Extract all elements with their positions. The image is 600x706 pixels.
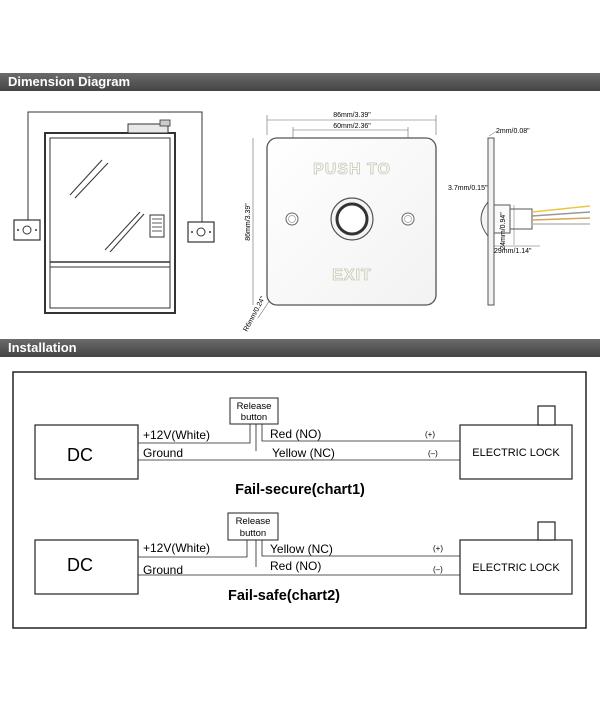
dc-box-chart1 <box>34 424 139 480</box>
chart1-wiring: DC ELECTRIC LOCK Release button +12V(Whi… <box>34 397 573 498</box>
exit-engraving: EXIT <box>332 267 372 284</box>
dc-label-chart2: DC <box>67 555 93 575</box>
release-label-line1-chart1: Release <box>237 401 272 412</box>
chart2-title: Fail-safe(chart2) <box>228 588 340 604</box>
dc-label-chart1: DC <box>67 445 93 465</box>
wire-top-label-chart1: Red (NO) <box>270 427 321 441</box>
screw-hole-right <box>401 212 415 226</box>
chart1-title: Fail-secure(chart1) <box>235 482 365 498</box>
lock-label-chart2: ELECTRIC LOCK <box>472 562 560 574</box>
wire-ground-label-chart1: Ground <box>143 446 183 460</box>
exit-button-box-left <box>13 219 41 241</box>
polarity-bottom-chart1: (–) <box>428 449 438 458</box>
release-button-box-chart2 <box>227 512 279 541</box>
lock-cap-chart1 <box>537 405 556 426</box>
polarity-top-chart2: (+) <box>433 544 443 553</box>
wire-top-label-chart2: Yellow (NC) <box>270 542 333 556</box>
wire-top-chart1 <box>261 424 460 442</box>
wire-positive-label-chart2: +12V(White) <box>143 541 210 555</box>
lock-label-chart1: ELECTRIC LOCK <box>472 447 560 459</box>
installation-header: Installation <box>0 339 600 357</box>
body-length-label: 29mm/1.14" <box>494 248 532 255</box>
lock-box-chart1 <box>459 424 573 480</box>
body-diameter-label: 24mm/0.94" <box>500 212 507 250</box>
wire-top-chart2 <box>261 540 460 557</box>
corner-radius-label: R6mm/0.24" <box>243 295 268 333</box>
lock-cap-chart2 <box>537 521 556 541</box>
chart2-wiring: DC ELECTRIC LOCK Release button +12V(Whi… <box>34 512 573 604</box>
plate-thickness-label: 2mm/0.08" <box>496 128 530 135</box>
exit-button-box-right <box>187 221 215 243</box>
push-to-engraving: PUSH TO <box>313 161 391 178</box>
wire-bottom-label-chart1: Yellow (NC) <box>272 446 335 460</box>
inner-width-dimension-label: 60mm/2.36" <box>333 123 371 130</box>
release-button-box-chart1 <box>229 397 279 425</box>
wire-ground-label-chart2: Ground <box>143 563 183 577</box>
height-dimension-label: 86mm/3.39" <box>245 203 252 241</box>
polarity-bottom-chart2: (–) <box>433 565 443 574</box>
front-plate-drawing: 86mm/3.39" 60mm/2.36" 86mm/3.39" R6mm/0.… <box>243 112 437 333</box>
release-label-line1-chart2: Release <box>236 516 271 527</box>
width-dimension-label: 86mm/3.39" <box>333 112 371 119</box>
wire-positive-chart1 <box>138 424 251 444</box>
button-depth-label: 3.7mm/0.15" <box>448 185 488 192</box>
dimension-diagram-header: Dimension Diagram <box>0 73 600 91</box>
release-label-line2-chart2: button <box>240 528 266 539</box>
wire-positive-label-chart1: +12V(White) <box>143 428 210 442</box>
wire-bottom-label-chart2: Red (NO) <box>270 559 321 573</box>
screw-hole-left <box>285 212 299 226</box>
door-illustration <box>27 111 203 314</box>
wire-positive-chart2 <box>138 540 248 558</box>
side-view-drawing: 2mm/0.08" 3.7mm/0.15" 24mm/0.94" 29mm/1.… <box>448 128 591 306</box>
installation-frame <box>12 371 587 629</box>
dc-box-chart2 <box>34 539 139 595</box>
polarity-top-chart1: (+) <box>425 430 435 439</box>
release-label-line2-chart1: button <box>241 412 267 423</box>
lock-box-chart2 <box>459 539 573 595</box>
